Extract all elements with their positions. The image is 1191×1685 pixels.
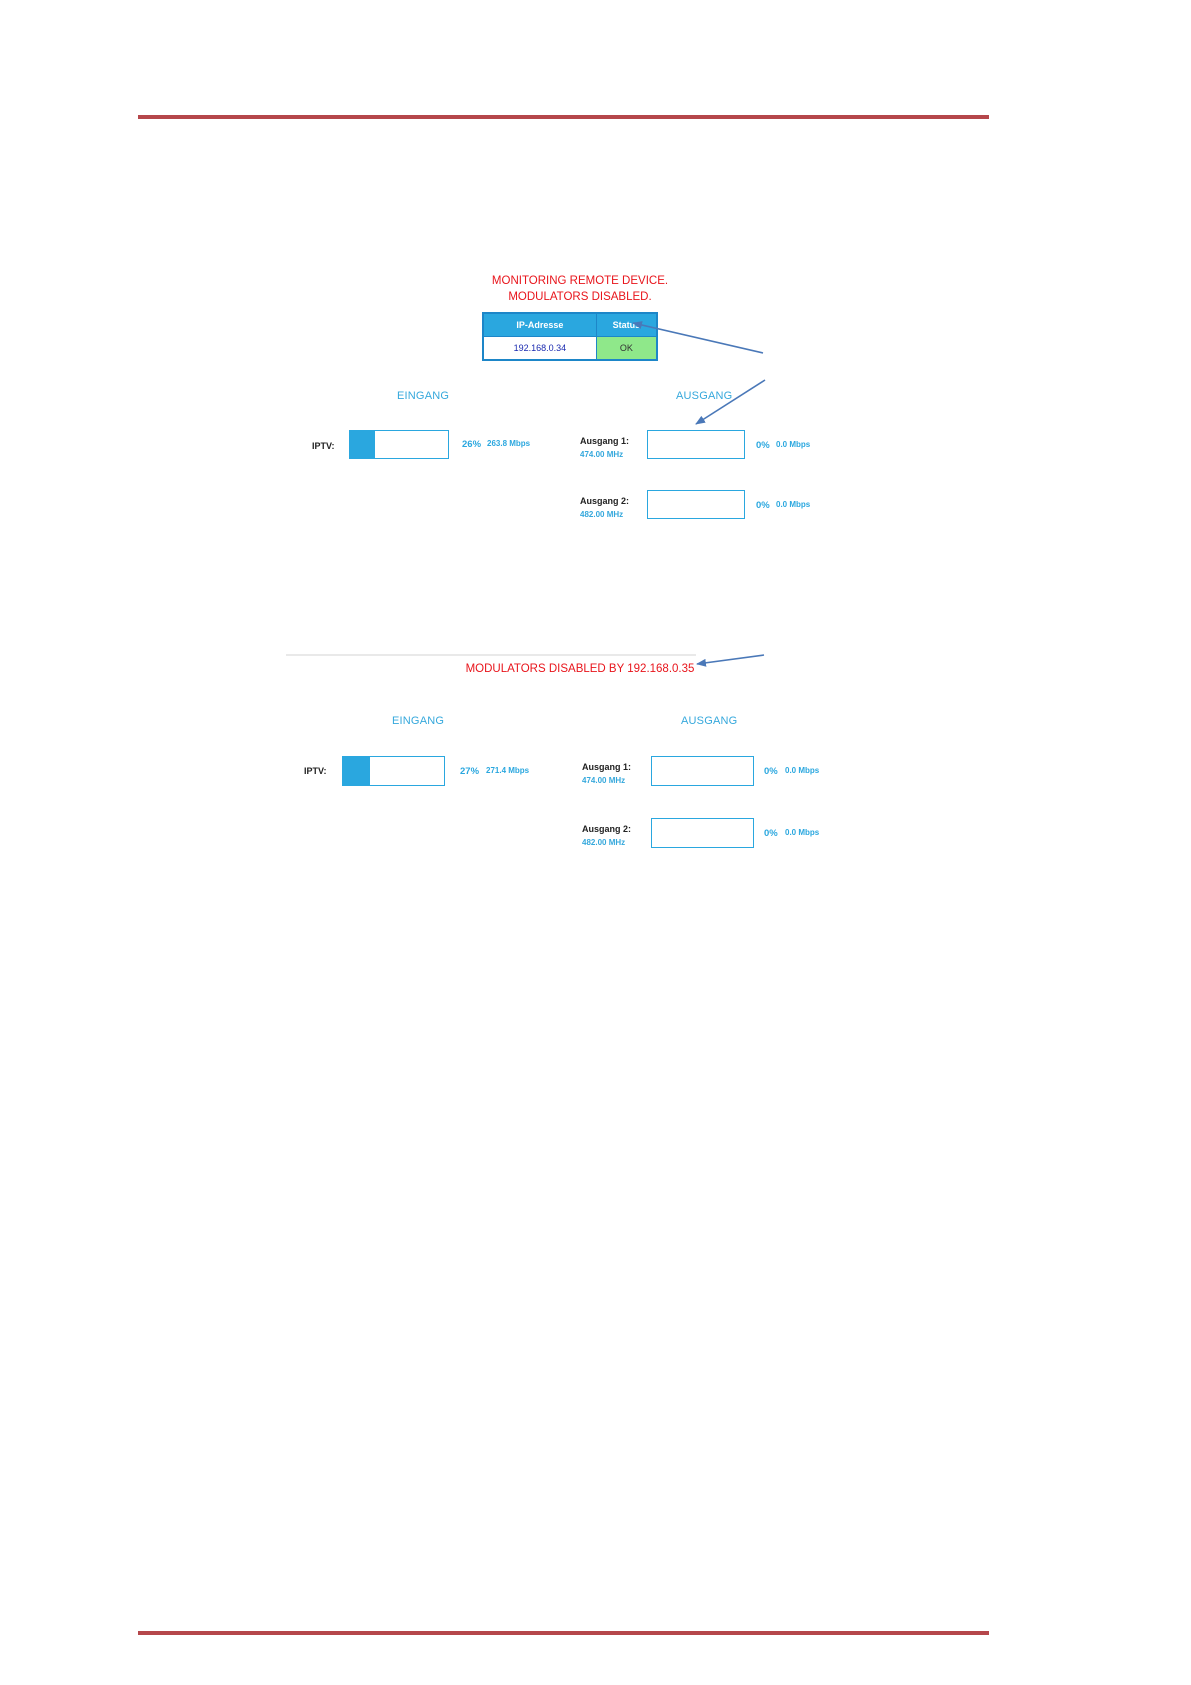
iptv-bar-fill [350, 431, 376, 458]
modulators-disabled-message: MODULATORS DISABLED BY 192.168.0.35 [465, 663, 695, 675]
iptv-bar-2-fill [343, 757, 371, 785]
monitoring-message: MONITORING REMOTE DEVICE. MODULATORS DIS… [440, 273, 720, 305]
output-1-percent: 0% [756, 440, 770, 451]
ip-address-header: IP-Adresse [482, 312, 597, 337]
output-1-bar [647, 430, 745, 459]
output-1-label-2: Ausgang 1: [582, 762, 632, 772]
arrow-to-status-header [632, 321, 764, 354]
monitoring-message-line2: MODULATORS DISABLED. [508, 291, 652, 303]
footer-rule [138, 1631, 989, 1635]
output-1-bar-2 [651, 756, 754, 786]
input-heading: EINGANG [397, 390, 450, 402]
table-row[interactable]: 192.168.0.34 OK [482, 336, 658, 361]
input-heading-2: EINGANG [392, 715, 445, 727]
output-2-label: Ausgang 2: [580, 496, 630, 506]
output-1-rate: 0.0 Mbps [776, 440, 811, 449]
status-cell: OK [595, 336, 658, 361]
output-1-rate-2: 0.0 Mbps [785, 766, 820, 775]
arrow-to-output-bar [695, 379, 766, 425]
iptv-percent: 26% [462, 439, 482, 450]
output-1-percent-2: 0% [764, 766, 778, 777]
monitoring-message-line1: MONITORING REMOTE DEVICE. [491, 275, 669, 287]
output-1-label: Ausgang 1: [580, 436, 630, 446]
ip-address-cell: 192.168.0.34 [482, 336, 597, 361]
iptv-label: IPTV: [312, 441, 335, 451]
iptv-bar [349, 430, 449, 459]
output-2-percent: 0% [756, 500, 770, 511]
arrow-to-disabled-message [696, 654, 765, 667]
output-1-frequency: 474.00 MHz [580, 450, 624, 459]
iptv-bar-2 [342, 756, 445, 786]
output-1-frequency-2: 474.00 MHz [582, 776, 626, 785]
output-heading-2: AUSGANG [681, 715, 738, 727]
section-divider [286, 654, 696, 656]
output-2-bar [647, 490, 745, 519]
iptv-label-2: IPTV: [304, 766, 327, 776]
output-heading: AUSGANG [676, 390, 733, 402]
output-2-percent-2: 0% [764, 828, 778, 839]
output-2-rate-2: 0.0 Mbps [785, 828, 820, 837]
output-2-bar-2 [651, 818, 754, 848]
header-rule [138, 115, 989, 119]
iptv-rate: 263.8 Mbps [487, 439, 531, 448]
output-2-rate: 0.0 Mbps [776, 500, 811, 509]
output-2-label-2: Ausgang 2: [582, 824, 632, 834]
status-header: Status [595, 312, 658, 337]
iptv-rate-2: 271.4 Mbps [486, 766, 530, 775]
iptv-percent-2: 27% [460, 766, 480, 777]
output-2-frequency: 482.00 MHz [580, 510, 624, 519]
remote-device-table: IP-Adresse Status 192.168.0.34 OK [482, 312, 658, 361]
output-2-frequency-2: 482.00 MHz [582, 838, 626, 847]
